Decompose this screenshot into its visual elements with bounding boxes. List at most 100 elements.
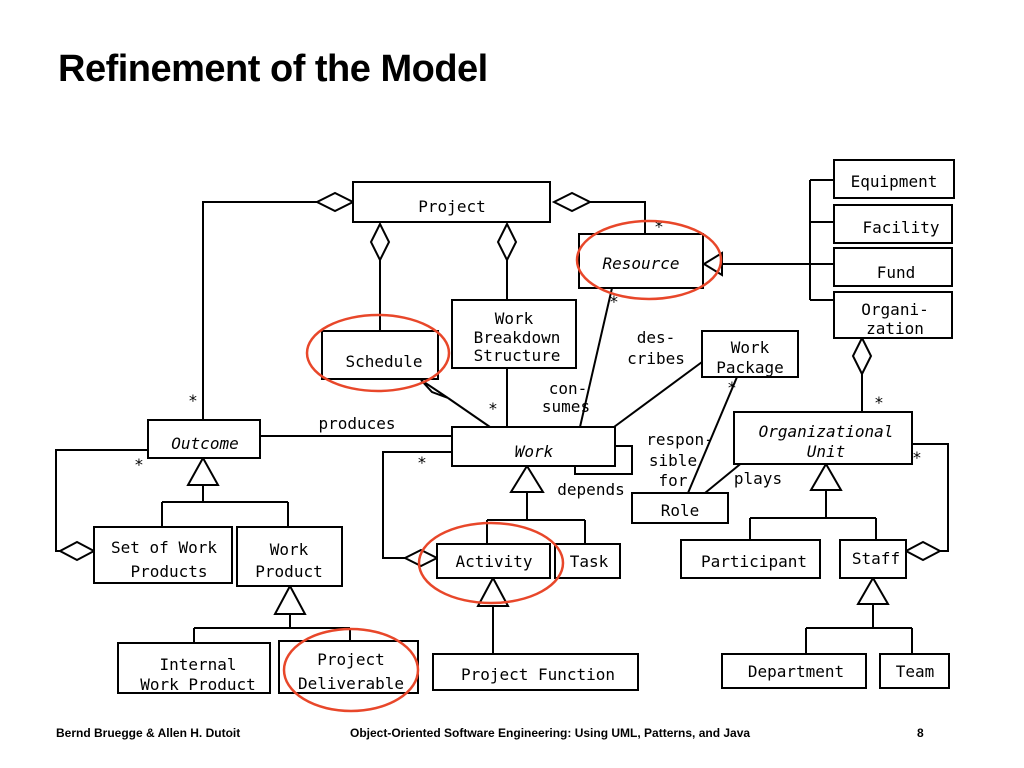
class-work-package: Work Package (701, 330, 799, 378)
class-label-line2: Breakdown (474, 328, 561, 347)
class-label: Activity (455, 552, 532, 571)
association-labels: des- cribes con- sumes produces respon- … (318, 328, 782, 499)
line-workpackage-role (687, 376, 738, 494)
class-equipment: Equipment (833, 159, 955, 199)
aggregation-diamonds (57, 191, 943, 568)
highlight-resource (575, 219, 723, 301)
class-label: Staff (852, 549, 900, 568)
diamond-project-right (551, 191, 593, 213)
diamond-schedule-work (420, 379, 449, 399)
multiplicity-organization-orgunit: * (874, 393, 884, 412)
class-label-line1: Work (495, 309, 534, 328)
class-team: Team (879, 653, 950, 689)
highlight-schedule (305, 313, 451, 393)
class-label: Participant (701, 552, 807, 571)
multiplicity-workpackage: * (727, 378, 737, 397)
class-label: Fund (877, 263, 916, 282)
diamond-project-schedule (369, 221, 391, 263)
line-project-outcome (202, 201, 317, 420)
class-set-of-work-products: Set of Work Products (93, 526, 233, 584)
diamond-setofwork (57, 540, 97, 562)
diamond-project-wbs (496, 221, 518, 263)
multiplicity-orgunit-staff: * (912, 448, 922, 467)
footer-authors: Bernd Bruegge & Allen H. Dutoit (56, 726, 241, 740)
class-label: Equipment (851, 172, 938, 191)
triangle-work (509, 464, 545, 493)
class-organization: Organi- zation (833, 291, 953, 339)
line-work-activity-agg (382, 451, 452, 559)
label-consumes-line2: sumes (542, 397, 590, 416)
triangle-orgunit (809, 461, 843, 491)
triangle-outcome (186, 455, 220, 486)
multiplicity-project-outcome: * (188, 391, 198, 410)
class-staff: Staff (839, 539, 907, 579)
class-label: Work (515, 442, 554, 461)
class-label-line2: Work Product (140, 675, 256, 694)
class-label-line1: Organi- (861, 300, 928, 319)
generalization-triangles (186, 251, 890, 615)
class-label-line2: Package (716, 358, 783, 377)
class-label-line1: Set of Work (111, 538, 217, 557)
diamond-staff (903, 540, 943, 562)
class-fund: Fund (833, 247, 953, 287)
footer-book-title: Object-Oriented Software Engineering: Us… (350, 726, 751, 740)
class-label-line2: Unit (807, 442, 846, 461)
class-label-line1: Internal (159, 655, 236, 674)
label-plays: plays (734, 469, 782, 488)
class-activity: Activity (436, 543, 551, 579)
multiplicity-project-resource: * (654, 217, 664, 236)
class-label: Team (896, 662, 935, 681)
class-facility: Facility (833, 204, 953, 244)
class-label: Outcome (171, 434, 238, 453)
line-staff-orgunit-agg (912, 443, 949, 552)
class-outcome: Outcome (147, 419, 261, 459)
class-work-product: Work Product (236, 526, 343, 587)
line-depends-loop (574, 445, 633, 475)
triangle-workproduct (273, 583, 307, 615)
class-project: Project (352, 181, 551, 223)
highlight-activity (417, 521, 565, 605)
triangle-staff (856, 575, 890, 605)
class-resource: Resource (578, 233, 704, 289)
footer-page-number: 8 (917, 726, 924, 740)
class-work: Work (451, 426, 616, 467)
diamond-organization (851, 335, 873, 377)
class-label-line2: zation (866, 319, 924, 338)
class-participant: Participant (680, 539, 821, 579)
class-label: Facility (862, 218, 939, 237)
class-label: Project Function (461, 665, 615, 684)
line-consumes (613, 361, 703, 428)
line-describes (579, 287, 613, 428)
class-label-line1: Work (270, 540, 309, 559)
class-department: Department (721, 653, 867, 689)
label-produces: produces (318, 414, 395, 433)
class-organizational-unit: Organizational Unit (733, 411, 913, 465)
line-schedule-work (447, 397, 491, 428)
multiplicity-resource-work: * (609, 292, 619, 311)
label-responsible-line2: sible (649, 451, 697, 470)
diamond-project-left (314, 191, 356, 213)
multiplicity-work-activity: * (417, 453, 427, 472)
multiplicities: * * * * * * * * * (134, 217, 922, 474)
label-describes-line2: cribes (627, 349, 685, 368)
triangle-activity (476, 575, 510, 607)
class-label-line2: Product (255, 562, 322, 581)
highlight-project-deliverable (282, 627, 420, 713)
label-consumes-line1: con- (549, 379, 588, 398)
class-label: Department (748, 662, 844, 681)
highlight-circles (282, 219, 723, 713)
label-responsible-line1: respon- (646, 430, 713, 449)
class-label-line1: Project (317, 650, 384, 669)
class-label-line1: Work (731, 338, 770, 357)
class-label: Role (661, 501, 700, 520)
triangle-resource (702, 251, 723, 277)
label-describes-line1: des- (637, 328, 676, 347)
class-label: Resource (602, 254, 679, 273)
line-project-resource (590, 201, 646, 234)
class-project-deliverable: Project Deliverable (278, 640, 419, 694)
multiplicity-outcome: * (134, 455, 144, 474)
class-label-line3: Structure (474, 346, 561, 365)
class-project-function: Project Function (432, 653, 639, 691)
class-label-line2: Deliverable (298, 674, 404, 693)
